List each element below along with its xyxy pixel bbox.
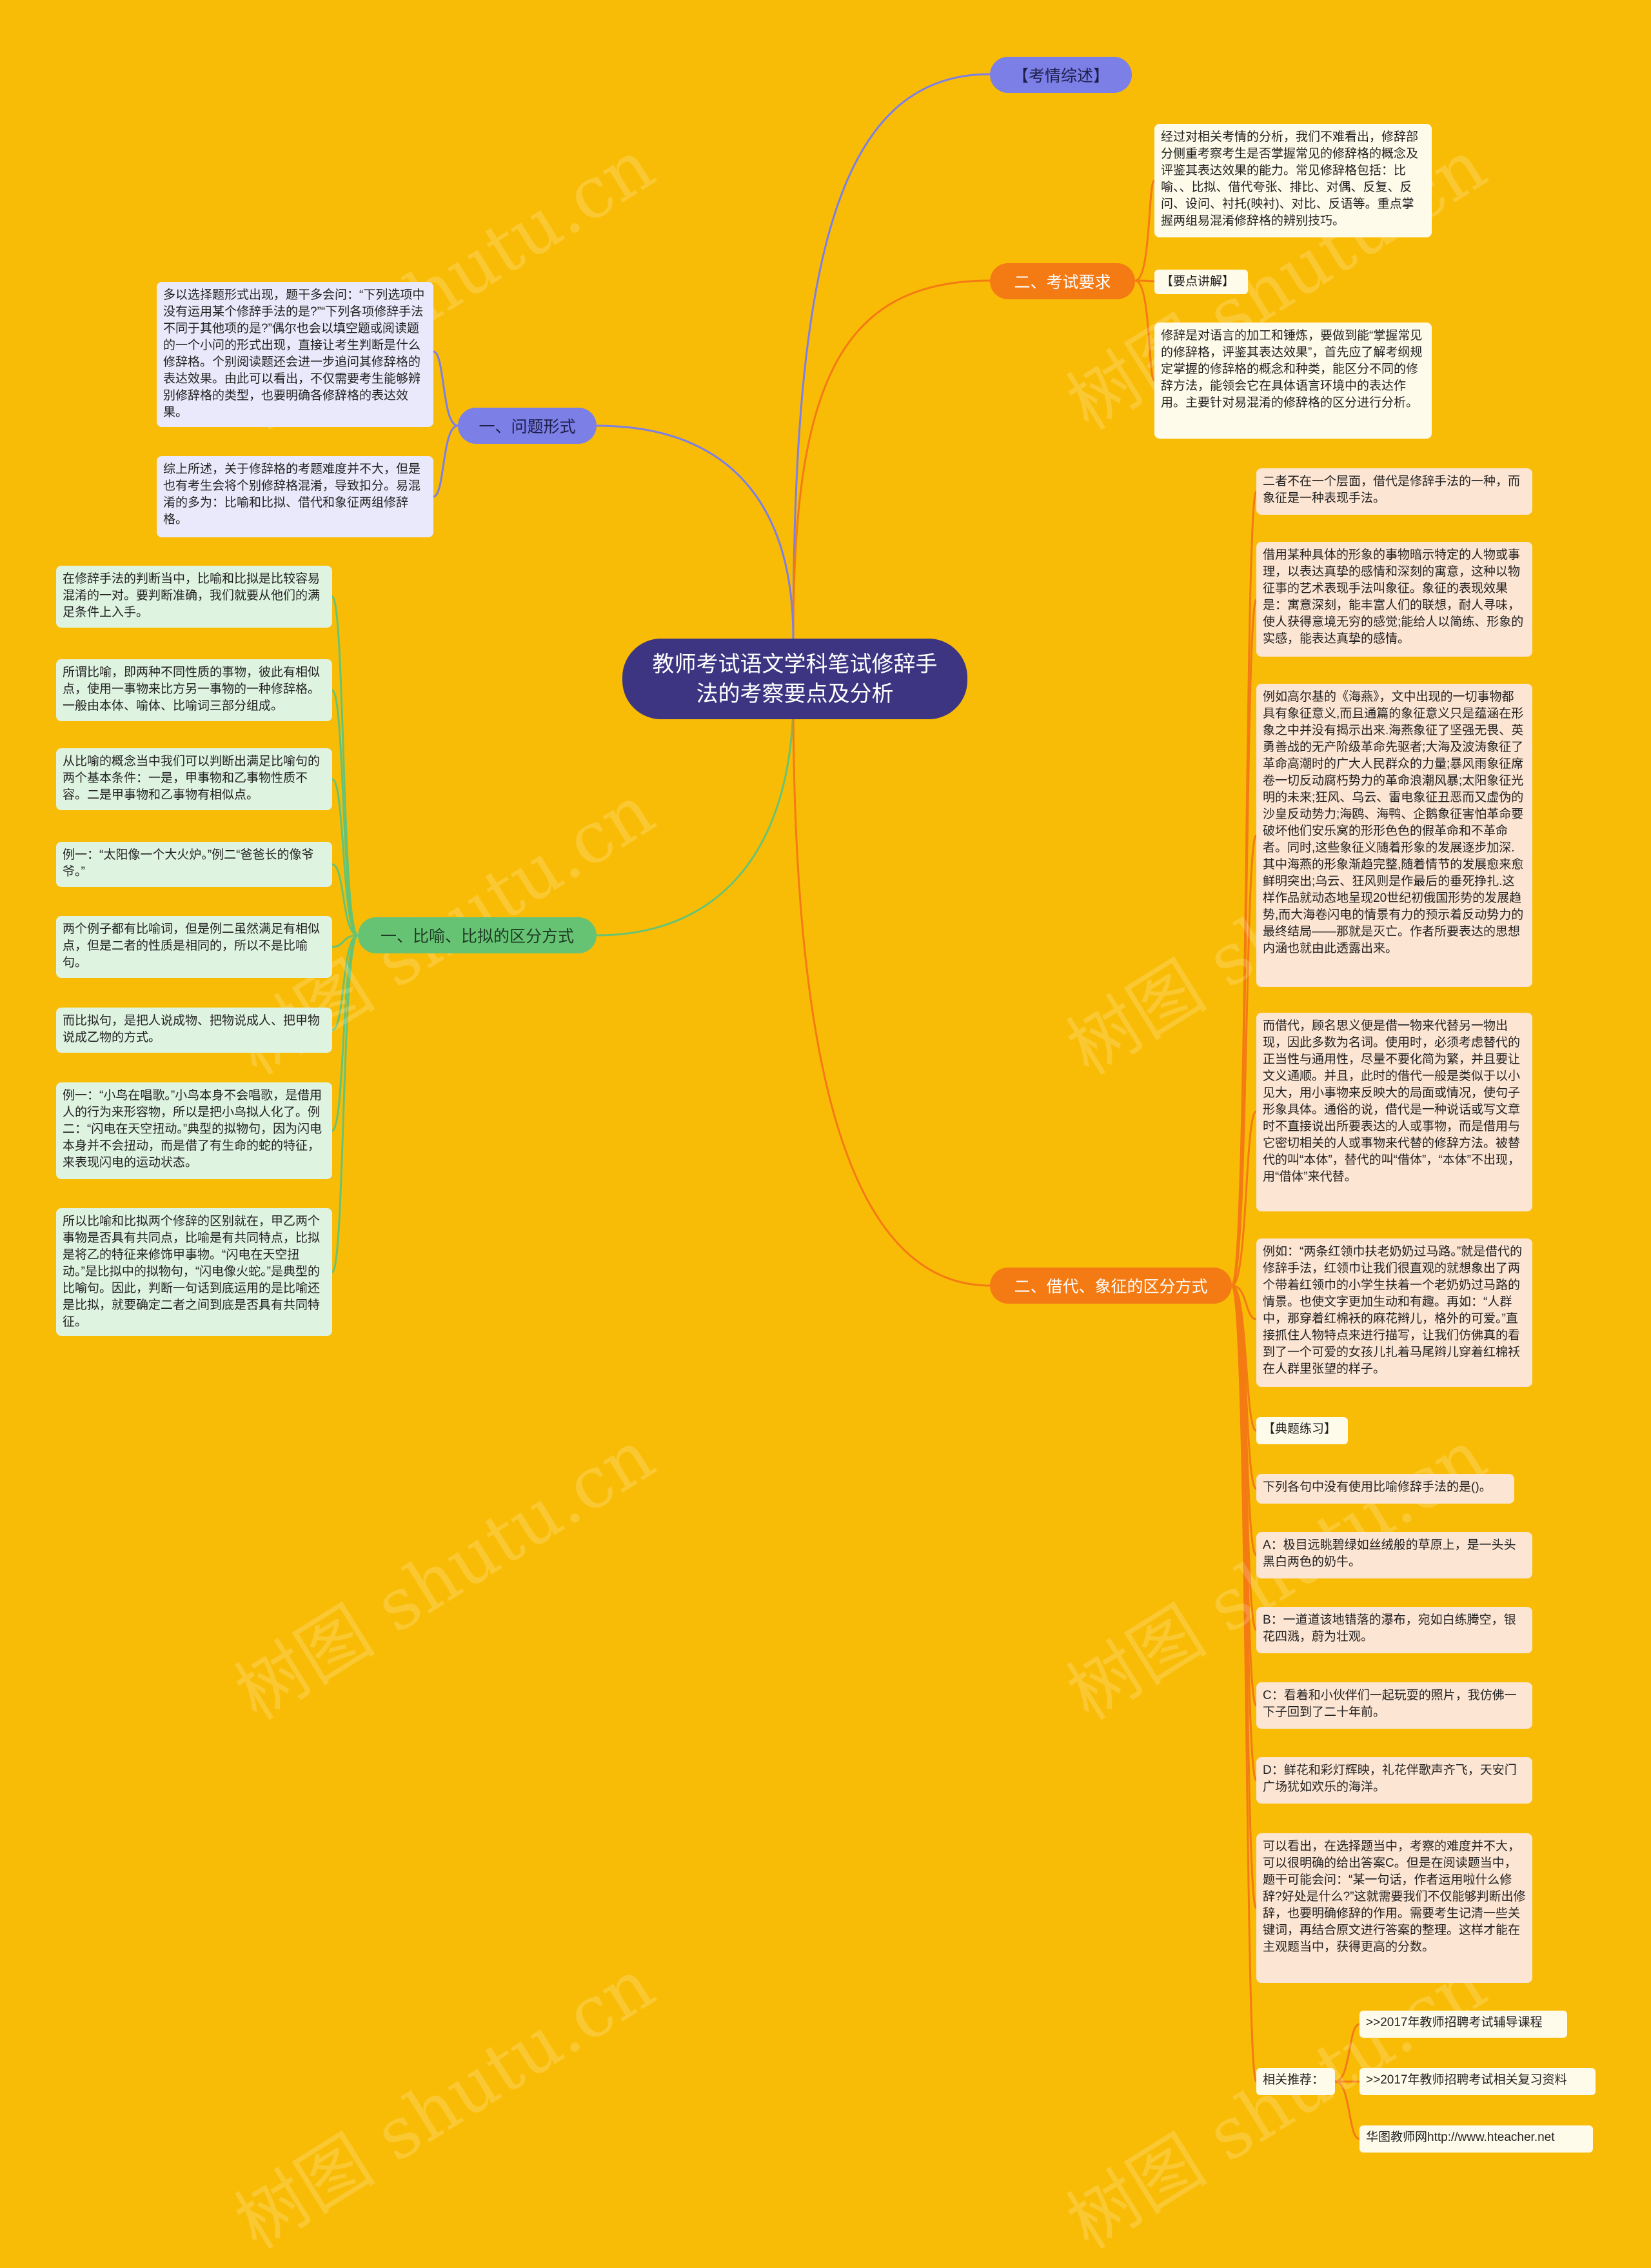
branch-biyu[interactable]: 一、比喻、比拟的区分方式	[358, 917, 597, 953]
link-jiedai-2	[1231, 599, 1258, 1287]
jiedai-leaf[interactable]: C：看着和小伙伴们一起玩耍的照片，我仿佛一下子回到了二十年前。	[1256, 1682, 1532, 1729]
link-kaoshi-3	[1134, 279, 1156, 382]
link-biyu-4	[331, 863, 359, 937]
jiedai-leaf[interactable]: A：极目远眺碧绿如丝绒般的草原上，是一头头黑白两色的奶牛。	[1256, 1532, 1532, 1578]
link-jiedai-1	[1231, 490, 1258, 1287]
connector-lines	[331, 73, 1360, 2140]
link-root-kaoshi	[792, 279, 991, 639]
link-root-jiedai	[792, 696, 991, 1287]
biyu-leaf[interactable]: 两个例子都有比喻词，但是例二虽然满足有相似点，但是二者的性质是相同的，所以不是比…	[56, 916, 332, 978]
jiedai-leaf[interactable]: 二者不在一个层面，借代是修辞手法的一种，而象征是一种表现手法。	[1256, 468, 1532, 515]
link-jiedai-4	[1231, 1110, 1258, 1287]
related-link[interactable]: >>2017年教师招聘考试相关复习资料	[1359, 2068, 1596, 2095]
kaoshi-leaf[interactable]: 经过对相关考情的分析，我们不难看出，修辞部分侧重考察考生是否掌握常见的修辞格的概…	[1154, 124, 1432, 237]
related-link[interactable]: 华图教师网http://www.hteacher.net	[1359, 2125, 1593, 2153]
link-kaoshi-1	[1134, 179, 1156, 282]
link-jiedai-13	[1231, 1284, 1258, 2083]
jiedai-leaf[interactable]: 而借代，顾名思义便是借一物来代替另一物出现，因此多数为名词。使用时，必须考虑替代…	[1256, 1013, 1532, 1211]
link-related-1	[1334, 2023, 1360, 2083]
biyu-leaf[interactable]: 所谓比喻，即两种不同性质的事物，彼此有相似点，使用一事物来比方另一事物的一种修辞…	[56, 659, 332, 721]
jiedai-leaf[interactable]: 例如高尔基的《海燕》，文中出现的一切事物都具有象征意义,而且通篇的象征意义只是蕴…	[1256, 684, 1532, 987]
link-biyu-1	[331, 595, 359, 937]
link-jiedai-3	[1231, 834, 1258, 1287]
link-root-kaoqing	[792, 73, 991, 639]
branch-kaoshi[interactable]: 二、考试要求	[990, 263, 1135, 299]
link-related-3	[1334, 2080, 1360, 2140]
link-root-wenti	[596, 424, 795, 639]
biyu-leaf[interactable]: 例一：“小鸟在唱歌。”小鸟本身不会唱歌，是借用人的行为来形容物，所以是把小鸟拟人…	[56, 1082, 332, 1179]
jiedai-leaf[interactable]: D：鲜花和彩灯辉映，礼花伴歌声齐飞，天安门广场犹如欢乐的海洋。	[1256, 1757, 1532, 1804]
jiedai-tag[interactable]: 【典题练习】	[1256, 1417, 1348, 1444]
wenti-leaf[interactable]: 综上所述，关于修辞格的考题难度并不大，但是也有考生会将个别修辞格混淆，导致扣分。…	[157, 456, 433, 537]
link-wenti-2	[433, 424, 459, 498]
jiedai-leaf[interactable]: B：一道道该地错落的瀑布，宛如白练腾空，银花四溅，蔚为壮观。	[1256, 1607, 1532, 1653]
jiedai-leaf[interactable]: 下列各句中没有使用比喻修辞手法的是()。	[1256, 1474, 1514, 1504]
biyu-leaf[interactable]: 从比喻的概念当中我们可以判断出满足比喻句的两个基本条件：一是，甲事物和乙事物性质…	[56, 748, 332, 810]
link-biyu-7	[331, 934, 359, 1132]
jiedai-leaf[interactable]: 借用某种具体的形象的事物暗示特定的人物或事理，以表达真挚的感情和深刻的寓意，这种…	[1256, 542, 1532, 657]
link-jiedai-5	[1231, 1284, 1257, 1320]
related-link[interactable]: >>2017年教师招聘考试辅导课程	[1359, 2011, 1567, 2038]
jiedai-leaf[interactable]: 例如：“两条红领巾扶老奶奶过马路。”就是借代的修辞手法，红领巾让我们很直观的就想…	[1256, 1238, 1532, 1387]
link-root-biyu	[596, 696, 795, 937]
branch-jiedai[interactable]: 二、借代、象征的区分方式	[990, 1268, 1232, 1304]
link-wenti-1	[433, 350, 459, 427]
related-label[interactable]: 相关推荐：	[1256, 2068, 1335, 2095]
link-biyu-8	[331, 934, 359, 1273]
mindmap-canvas: 树图 shutu.cn 树图 shutu.cn 树图 shutu.cn 树图 s…	[56, 57, 1596, 2265]
kaoshi-leaf[interactable]: 修辞是对语言的加工和锤炼，要做到能“掌握常见的修辞格，评鉴其表达效果”，首先应了…	[1154, 323, 1432, 439]
jiedai-leaf[interactable]: 可以看出，在选择题当中，考察的难度并不大，可以很明确的给出答案C。但是在阅读题当…	[1256, 1833, 1532, 1983]
wenti-leaf[interactable]: 多以选择题形式出现，题干多会问：“下列选项中没有运用某个修辞手法的是?”“下列各…	[157, 282, 433, 427]
biyu-leaf[interactable]: 所以比喻和比拟两个修辞的区别就在，甲乙两个事物是否具有共同点，比喻是有共同特点，…	[56, 1208, 332, 1336]
biyu-leaf[interactable]: 而比拟句，是把人说成物、把物说成人、把甲物说成乙物的方式。	[56, 1008, 332, 1053]
biyu-leaf[interactable]: 在修辞手法的判断当中，比喻和比拟是比较容易混淆的一对。要判断准确，我们就要从他们…	[56, 566, 332, 628]
root-topic[interactable]: 教师考试语文学科笔试修辞手法的考察要点及分析	[622, 639, 967, 719]
biyu-leaf[interactable]: 例一：“太阳像一个大火炉。”例二“爸爸长的像爷爷。”	[56, 842, 332, 887]
branch-kaoqing[interactable]: 【考情综述】	[990, 57, 1132, 93]
link-biyu-2	[331, 689, 359, 937]
link-biyu-6	[331, 934, 359, 1031]
link-biyu-3	[331, 778, 359, 937]
link-biyu-5	[331, 934, 359, 948]
branch-wenti[interactable]: 一、问题形式	[458, 408, 597, 444]
kaoshi-tag[interactable]: 【要点讲解】	[1154, 270, 1248, 294]
